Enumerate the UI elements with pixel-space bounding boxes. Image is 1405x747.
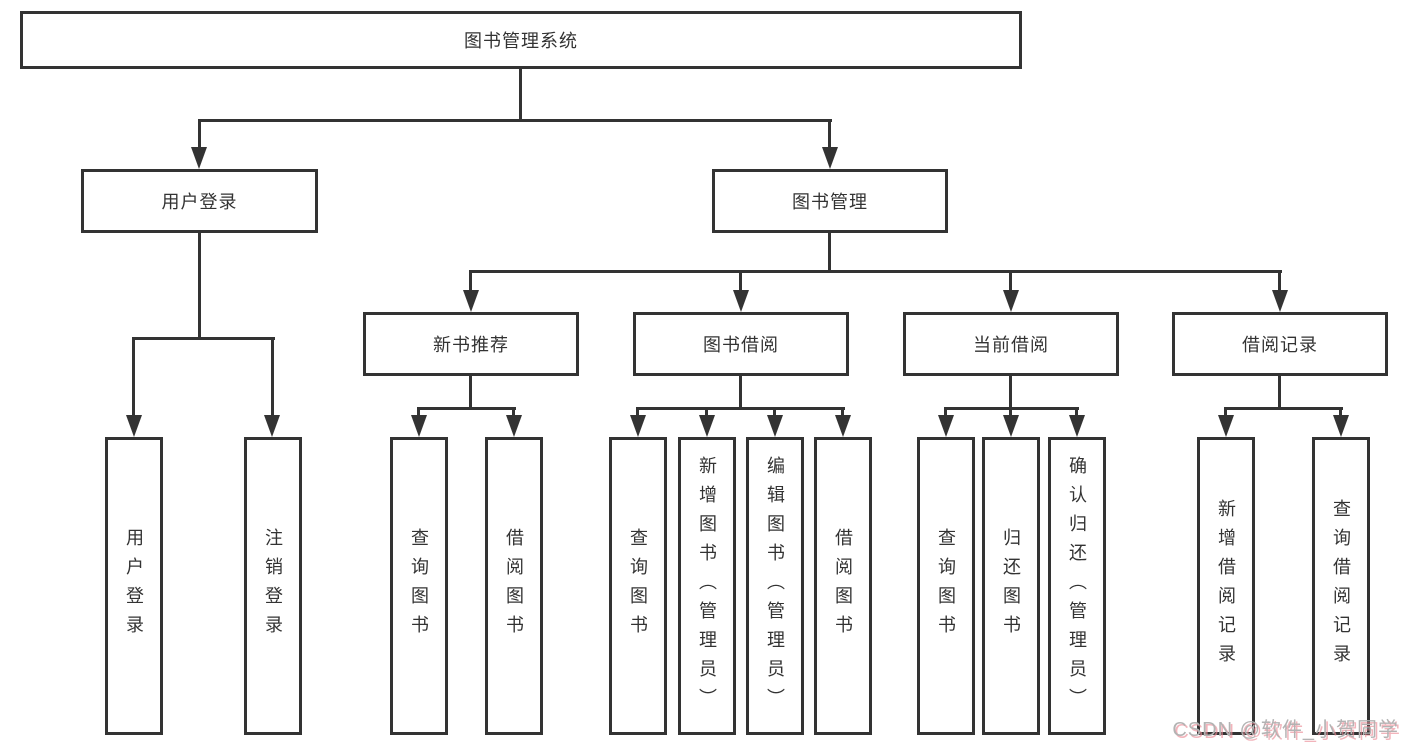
connector-line [1224, 407, 1343, 410]
connector-line [1278, 270, 1281, 292]
connector-line [1339, 407, 1342, 419]
leaf-borrow-book-1: 借阅图书 [485, 437, 543, 735]
leaf-label: 借阅图书 [504, 528, 524, 644]
arrowhead-icon [411, 415, 427, 437]
watermark: CSDN @软件_小贺同学 [1172, 719, 1399, 741]
arrowhead-icon [191, 147, 207, 169]
arrowhead-icon [733, 290, 749, 312]
arrowhead-icon [1272, 290, 1288, 312]
connector-line [841, 407, 844, 419]
node-book-management: 图书管理 [712, 169, 948, 233]
node-label: 图书管理 [792, 192, 868, 212]
leaf-edit-book-admin: 编辑图书（管理员） [746, 437, 804, 735]
connector-line [1009, 376, 1012, 410]
leaf-user-login: 用户登录 [105, 437, 163, 735]
connector-line [1009, 270, 1012, 292]
node-root-label: 图书管理系统 [464, 31, 578, 51]
leaf-label: 查询图书 [409, 528, 429, 644]
arrowhead-icon [767, 415, 783, 437]
leaf-label: 新增借阅记录 [1216, 499, 1236, 673]
arrowhead-icon [699, 415, 715, 437]
node-label: 借阅记录 [1242, 335, 1318, 355]
node-label: 当前借阅 [973, 335, 1049, 355]
arrowhead-icon [1003, 415, 1019, 437]
node-borrow-record: 借阅记录 [1172, 312, 1388, 376]
connector-line [417, 407, 420, 419]
node-new-book-recommend: 新书推荐 [363, 312, 579, 376]
arrowhead-icon [835, 415, 851, 437]
connector-line [1278, 376, 1281, 410]
leaf-query-book-1: 查询图书 [390, 437, 448, 735]
connector-line [198, 119, 201, 149]
node-label: 图书借阅 [703, 335, 779, 355]
connector-line [1224, 407, 1227, 419]
arrowhead-icon [1333, 415, 1349, 437]
node-label: 新书推荐 [433, 335, 509, 355]
connector-line [1009, 407, 1012, 419]
node-book-borrow: 图书借阅 [633, 312, 849, 376]
node-current-borrow: 当前借阅 [903, 312, 1119, 376]
leaf-add-borrow-record: 新增借阅记录 [1197, 437, 1255, 735]
connector-line [739, 270, 742, 292]
node-label: 用户登录 [161, 192, 238, 212]
connector-line [469, 376, 472, 410]
arrowhead-icon [1069, 415, 1085, 437]
leaf-borrow-book-2: 借阅图书 [814, 437, 872, 735]
arrowhead-icon [938, 415, 954, 437]
connector-line [132, 337, 135, 419]
connector-line [1075, 407, 1078, 419]
leaf-confirm-return-admin: 确认归还（管理员） [1048, 437, 1106, 735]
leaf-query-borrow-record: 查询借阅记录 [1312, 437, 1370, 735]
arrowhead-icon [630, 415, 646, 437]
connector-line [739, 376, 742, 410]
leaf-label: 查询图书 [936, 528, 956, 644]
arrowhead-icon [264, 415, 280, 437]
connector-line [705, 407, 708, 419]
connector-line [828, 119, 831, 149]
connector-line [469, 270, 1282, 273]
leaf-logout: 注销登录 [244, 437, 302, 735]
node-root: 图书管理系统 [20, 11, 1022, 69]
leaf-add-book-admin: 新增图书（管理员） [678, 437, 736, 735]
connector-line [512, 407, 515, 419]
leaf-return-book: 归还图书 [982, 437, 1040, 735]
leaf-query-book-2: 查询图书 [609, 437, 667, 735]
leaf-label: 用户登录 [124, 528, 144, 644]
leaf-label: 查询借阅记录 [1331, 499, 1351, 673]
arrowhead-icon [126, 415, 142, 437]
connector-line [944, 407, 947, 419]
connector-line [636, 407, 845, 410]
connector-line [271, 337, 274, 419]
arrowhead-icon [1218, 415, 1234, 437]
node-user-login: 用户登录 [81, 169, 318, 233]
leaf-label: 归还图书 [1001, 528, 1021, 644]
leaf-label: 编辑图书（管理员） [765, 455, 785, 717]
leaf-label: 新增图书（管理员） [697, 455, 717, 717]
connector-line [469, 270, 472, 292]
connector-line [828, 233, 831, 273]
arrowhead-icon [1003, 290, 1019, 312]
connector-line [417, 407, 516, 410]
connector-line [132, 337, 275, 340]
leaf-query-book-3: 查询图书 [917, 437, 975, 735]
connector-line [198, 233, 201, 340]
leaf-label: 注销登录 [263, 528, 283, 644]
leaf-label: 确认归还（管理员） [1067, 455, 1087, 717]
arrowhead-icon [506, 415, 522, 437]
connector-line [773, 407, 776, 419]
connector-line [198, 119, 832, 122]
leaf-label: 查询图书 [628, 528, 648, 644]
leaf-label: 借阅图书 [833, 528, 853, 644]
connector-line [519, 69, 522, 121]
arrowhead-icon [463, 290, 479, 312]
connector-line [636, 407, 639, 419]
arrowhead-icon [822, 147, 838, 169]
